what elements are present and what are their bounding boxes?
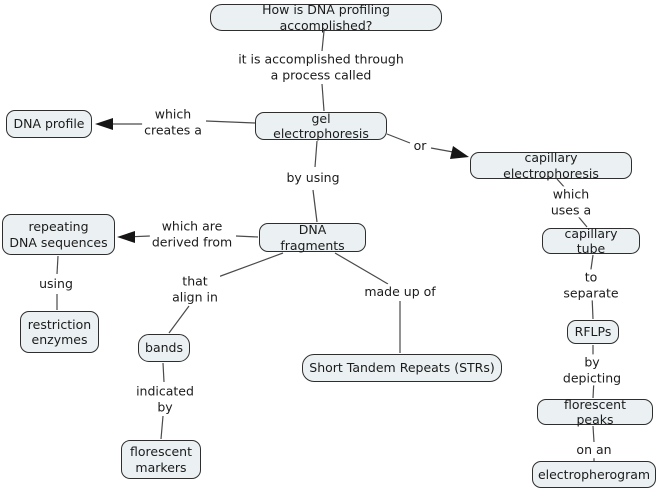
edge-label-or: or bbox=[411, 138, 429, 154]
edge-label-that-align-in: that align in bbox=[170, 273, 220, 305]
edge-line bbox=[430, 147, 454, 153]
edge-line bbox=[160, 415, 164, 440]
edge-line bbox=[168, 305, 190, 334]
node-dna-profile[interactable]: DNA profile bbox=[6, 110, 92, 138]
edge-line bbox=[312, 189, 318, 223]
edge-line bbox=[386, 133, 411, 144]
edge-label-indicated-by: indicated by bbox=[134, 383, 196, 415]
edge-arrowhead bbox=[117, 231, 135, 243]
edge-line bbox=[314, 140, 318, 168]
edge-line bbox=[235, 235, 259, 238]
node-strs[interactable]: Short Tandem Repeats (STRs) bbox=[302, 354, 502, 382]
node-capillary-tube[interactable]: capillary tube bbox=[542, 226, 640, 256]
edge-arrowhead bbox=[95, 118, 113, 130]
edge-line bbox=[334, 252, 389, 285]
node-electropherogram[interactable]: electropherogram bbox=[532, 461, 656, 488]
node-gel-electrophoresis[interactable]: gel electrophoresis bbox=[255, 111, 387, 141]
node-capillary-electrophoresis[interactable]: capillary electrophoresis bbox=[470, 150, 632, 181]
node-florescent-peaks[interactable]: florescent peaks bbox=[537, 397, 653, 427]
node-rflps[interactable]: RFLPs bbox=[567, 320, 619, 344]
edge-label-which-uses-a: which uses a bbox=[548, 186, 594, 218]
edge-label-which-creates-a: which creates a bbox=[142, 106, 204, 138]
edge-label-by-depicting: by depicting bbox=[559, 354, 625, 386]
edge-label-on-an: on an bbox=[574, 442, 614, 458]
edge-arrowhead bbox=[450, 146, 469, 159]
edge-label-to-separate: to separate bbox=[558, 269, 624, 301]
edge-label-process-called: it is accomplished through a process cal… bbox=[236, 51, 406, 83]
node-question[interactable]: How is DNA profiling accomplished? bbox=[210, 2, 442, 33]
edge-line bbox=[56, 255, 59, 275]
edge-label-derived-from: which are derived from bbox=[149, 218, 235, 250]
edge-label-using: using bbox=[37, 276, 75, 292]
node-repeating-dna-sequences[interactable]: repeating DNA sequences bbox=[2, 214, 115, 255]
node-restriction-enzymes[interactable]: restriction enzymes bbox=[20, 311, 99, 353]
edge-line bbox=[162, 362, 165, 383]
edge-label-made-up-of: made up of bbox=[362, 284, 438, 300]
node-bands[interactable]: bands bbox=[138, 334, 190, 362]
edge-line bbox=[321, 30, 325, 52]
edge-label-by-using: by using bbox=[284, 170, 342, 186]
node-dna-fragments[interactable]: DNA fragments bbox=[259, 222, 366, 253]
edge-line bbox=[321, 83, 325, 112]
edge-line bbox=[205, 120, 256, 124]
edge-line bbox=[217, 252, 284, 278]
edge-line bbox=[592, 425, 595, 443]
node-florescent-markers[interactable]: florescent markers bbox=[121, 440, 201, 479]
